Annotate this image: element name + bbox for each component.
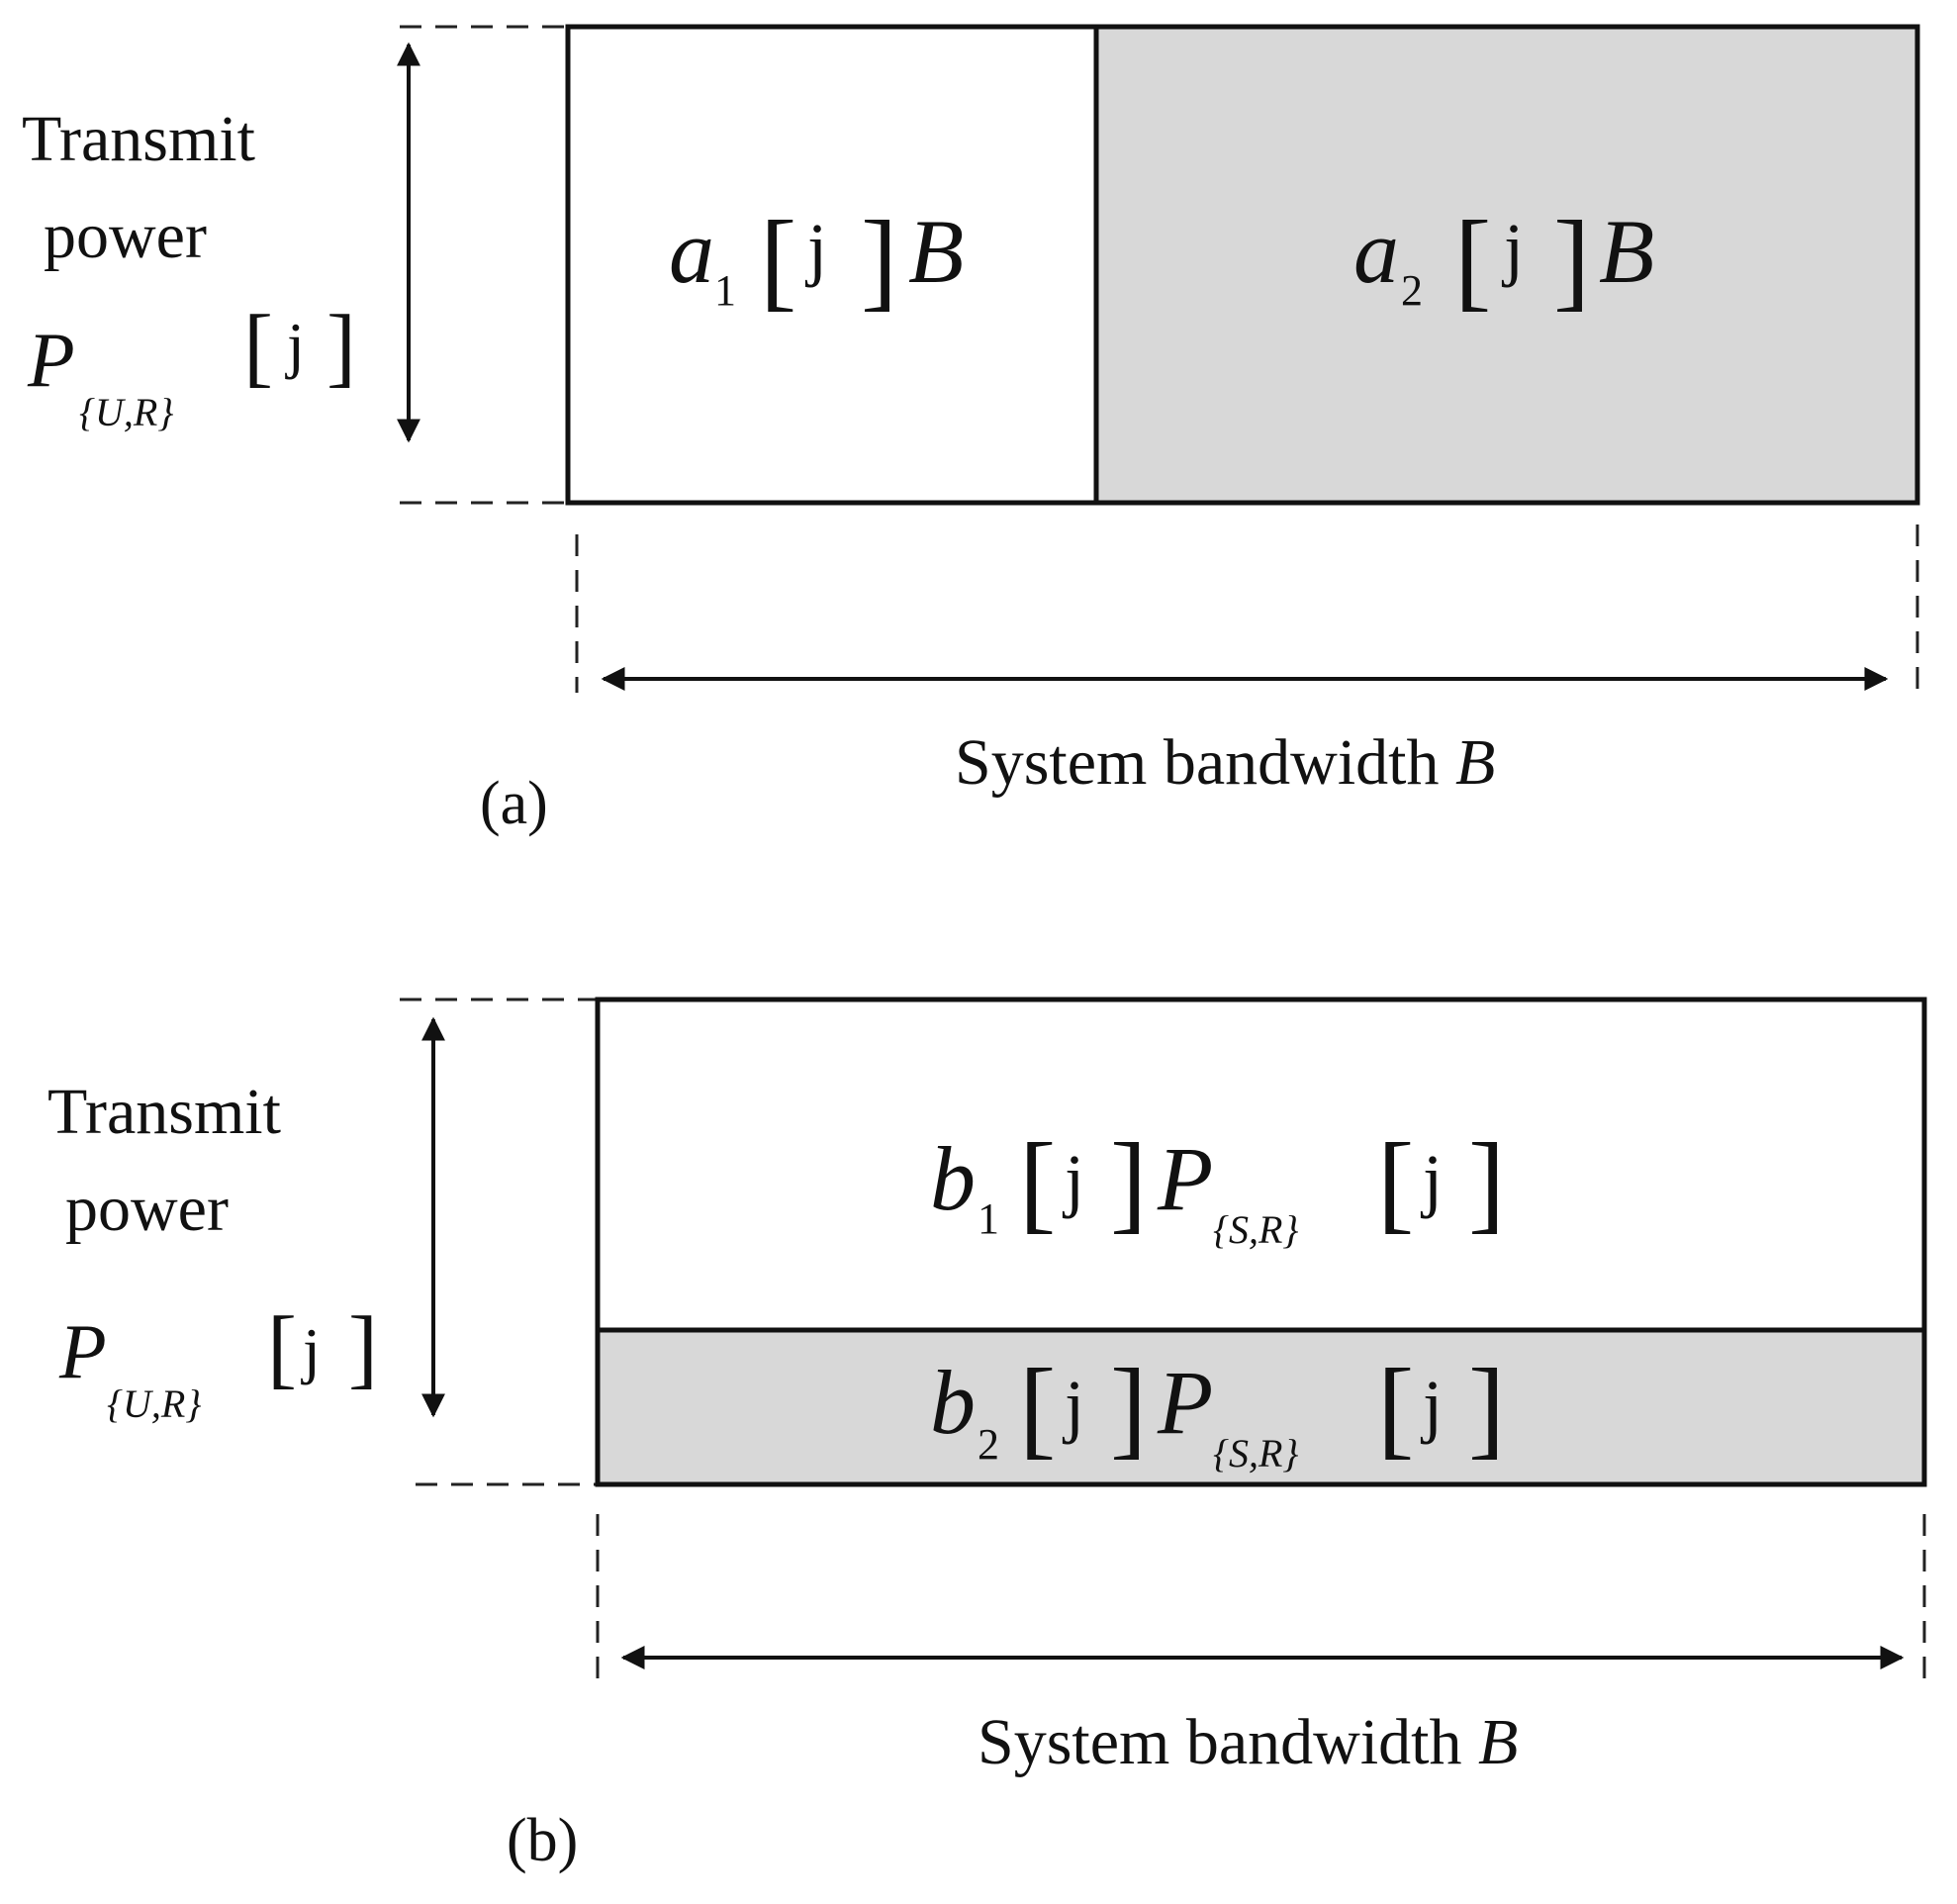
panel-b-block-1-factor-bracket-open: [ (1377, 1121, 1414, 1244)
panel-a-y-symbol: P {U,R} [ j ] (27, 298, 356, 434)
panel-b-block-2-factor-bracket-open: [ (1377, 1347, 1414, 1470)
panel-b-block-2-coef: b (930, 1352, 976, 1453)
panel-b-block-2-bracket-close: ] (1110, 1347, 1147, 1470)
panel-a-block-1-coef: a (669, 201, 714, 302)
panel-b-x-label-text: System bandwidth (978, 1706, 1478, 1778)
panel-b-block-2-bracket-open: [ (1019, 1347, 1056, 1470)
panel-b-y-symbol-sub: {U,R} (107, 1381, 201, 1426)
panel-b: Transmit power P {U,R} [ j ] b 1 [ j ] P… (47, 997, 1927, 1874)
panel-b-block-2-factor-arg: j (1420, 1366, 1443, 1445)
panel-a-block-2-label: a 2 [ j ] B (1353, 199, 1654, 322)
panel-a-block-1-bracket-open: [ (760, 199, 796, 322)
panel-b-block-1-arg: j (1062, 1140, 1084, 1219)
panel-a-block-1-arg: j (804, 209, 827, 288)
panel-b-block-1-factor: P (1157, 1128, 1213, 1229)
panel-a-block-2-arg: j (1501, 209, 1524, 288)
panel-b-x-label: System bandwidth B (978, 1706, 1518, 1778)
panel-b-y-symbol: P {U,R} [ j ] (58, 1299, 378, 1426)
panel-b-block-2-coef-sub: 2 (978, 1420, 999, 1469)
panel-a-block-2-bracket-open: [ (1454, 199, 1491, 322)
panel-a-block-1-coef-sub: 1 (714, 266, 736, 315)
panel-a-caption: (a) (480, 770, 548, 837)
panel-a-y-label-line2: power (44, 200, 207, 272)
panel-b-block-1-coef-sub: 1 (978, 1194, 999, 1243)
panel-a-block-1-label: a 1 [ j ] B (669, 199, 964, 322)
panel-b-block-1-label: b 1 [ j ] P {S,R} [ j ] (930, 1121, 1505, 1252)
panel-a-block-2-coef: a (1353, 201, 1399, 302)
panel-b-block-1-coef: b (930, 1128, 976, 1229)
panel-a: Transmit power P {U,R} [ j ] a 1 [ j ] B… (22, 24, 1920, 837)
panel-b-y-label-line2: power (65, 1173, 229, 1245)
panel-a-x-label-text: System bandwidth (955, 726, 1455, 799)
panel-b-block-2-factor-sub: {S,R} (1213, 1431, 1298, 1476)
panel-b-block-1 (595, 997, 1927, 1333)
panel-a-y-label-line1: Transmit (22, 103, 255, 175)
panel-b-block-1-bracket-close: ] (1110, 1121, 1147, 1244)
panel-a-y-bracket-open: [ (243, 298, 273, 396)
panel-b-y-bracket-close: ] (348, 1299, 378, 1397)
panel-b-block-2 (595, 1327, 1927, 1487)
panel-a-x-label-symbol: B (1455, 726, 1495, 799)
panel-a-block-1-bracket-close: ] (861, 199, 897, 322)
panel-b-block-2-factor-bracket-close: ] (1468, 1347, 1505, 1470)
panel-b-block-1-factor-sub: {S,R} (1213, 1207, 1298, 1252)
panel-a-block-1 (565, 24, 1099, 506)
panel-b-y-bracket-open: [ (267, 1299, 297, 1397)
panel-b-block-2-label: b 2 [ j ] P {S,R} [ j ] (930, 1347, 1505, 1476)
panel-b-y-label-line1: Transmit (47, 1076, 281, 1148)
panel-b-caption: (b) (507, 1807, 578, 1874)
panel-a-block-2-coef-sub: 2 (1401, 266, 1423, 315)
panel-a-block-1-factor: B (908, 201, 964, 302)
panel-a-x-label: System bandwidth B (955, 726, 1495, 799)
panel-b-x-label-symbol: B (1478, 1706, 1518, 1778)
panel-a-y-bracket-close: ] (326, 298, 356, 396)
panel-a-block-2-factor: B (1599, 201, 1654, 302)
panel-b-block-1-factor-bracket-close: ] (1468, 1121, 1505, 1244)
panel-b-y-symbol-arg: j (301, 1315, 321, 1385)
panel-b-block-1-bracket-open: [ (1019, 1121, 1056, 1244)
panel-b-block-1-factor-arg: j (1420, 1140, 1443, 1219)
panel-a-y-symbol-sub: {U,R} (79, 390, 173, 434)
panel-a-block-2 (1093, 24, 1920, 506)
panel-a-y-symbol-base: P (27, 317, 75, 403)
panel-a-y-symbol-arg: j (285, 310, 305, 380)
panel-b-y-symbol-base: P (58, 1308, 107, 1394)
panel-b-block-2-factor: P (1157, 1352, 1213, 1453)
panel-b-block-2-arg: j (1062, 1366, 1084, 1445)
panel-a-block-2-bracket-close: ] (1553, 199, 1590, 322)
